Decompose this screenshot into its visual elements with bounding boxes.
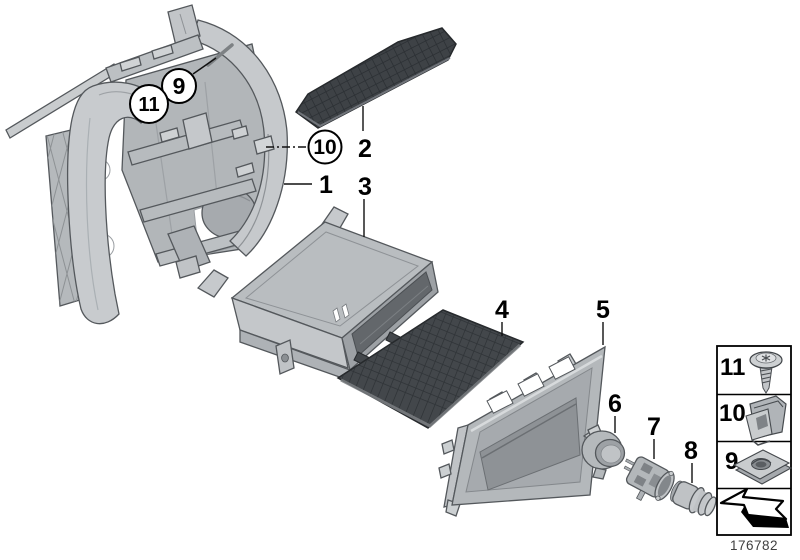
legend-row-9[interactable]: 9 [725,448,793,485]
diagram-number: 176782 [730,538,778,553]
side-pillar [67,81,155,325]
clip-mount-tab [253,135,275,155]
legend-number-9: 9 [725,448,738,475]
part-label-6[interactable]: 6 [608,390,622,418]
screw-icon [749,351,783,394]
legend-number-10: 10 [719,400,746,427]
callout-11-number: 11 [138,94,159,116]
part-label-7[interactable]: 7 [647,413,661,441]
callout-circle-10[interactable]: 10 [307,129,343,165]
sheet-metal-clip-icon [745,395,787,446]
fastener-pin [206,43,234,67]
legend-table: 11 10 9 [716,345,793,536]
callouts: 9 11 10 1 2 3 4 5 6 7 8 [129,57,698,483]
part-label-3[interactable]: 3 [358,173,372,201]
tray-mount-tab [275,339,295,375]
legend-number-11: 11 [720,354,745,381]
part-label-8[interactable]: 8 [684,437,698,465]
speed-nut-icon [732,449,793,485]
callout-9-number: 9 [173,73,186,99]
leader-line-9 [192,57,217,75]
lighter-plug [670,480,717,517]
legend-row-11[interactable]: 11 [720,351,783,394]
legend-row-10[interactable]: 10 [719,395,787,446]
socket-housing [581,424,626,480]
console-carrier-frame [5,4,288,325]
part-label-5[interactable]: 5 [596,296,610,324]
storage-tray [196,206,439,381]
callout-circle-11[interactable]: 11 [129,84,169,124]
rear-trim-panel [438,345,606,517]
callout-10-number: 10 [313,136,336,159]
lighter-socket [623,456,675,502]
callout-circle-9[interactable]: 9 [161,68,197,104]
part-label-1[interactable]: 1 [319,171,333,199]
continuation-arrow-icon [719,487,789,528]
rubber-insert-upper [294,27,457,129]
part-label-2[interactable]: 2 [358,135,372,163]
legend-row-arrow[interactable] [719,487,789,528]
part-label-4[interactable]: 4 [495,296,509,324]
